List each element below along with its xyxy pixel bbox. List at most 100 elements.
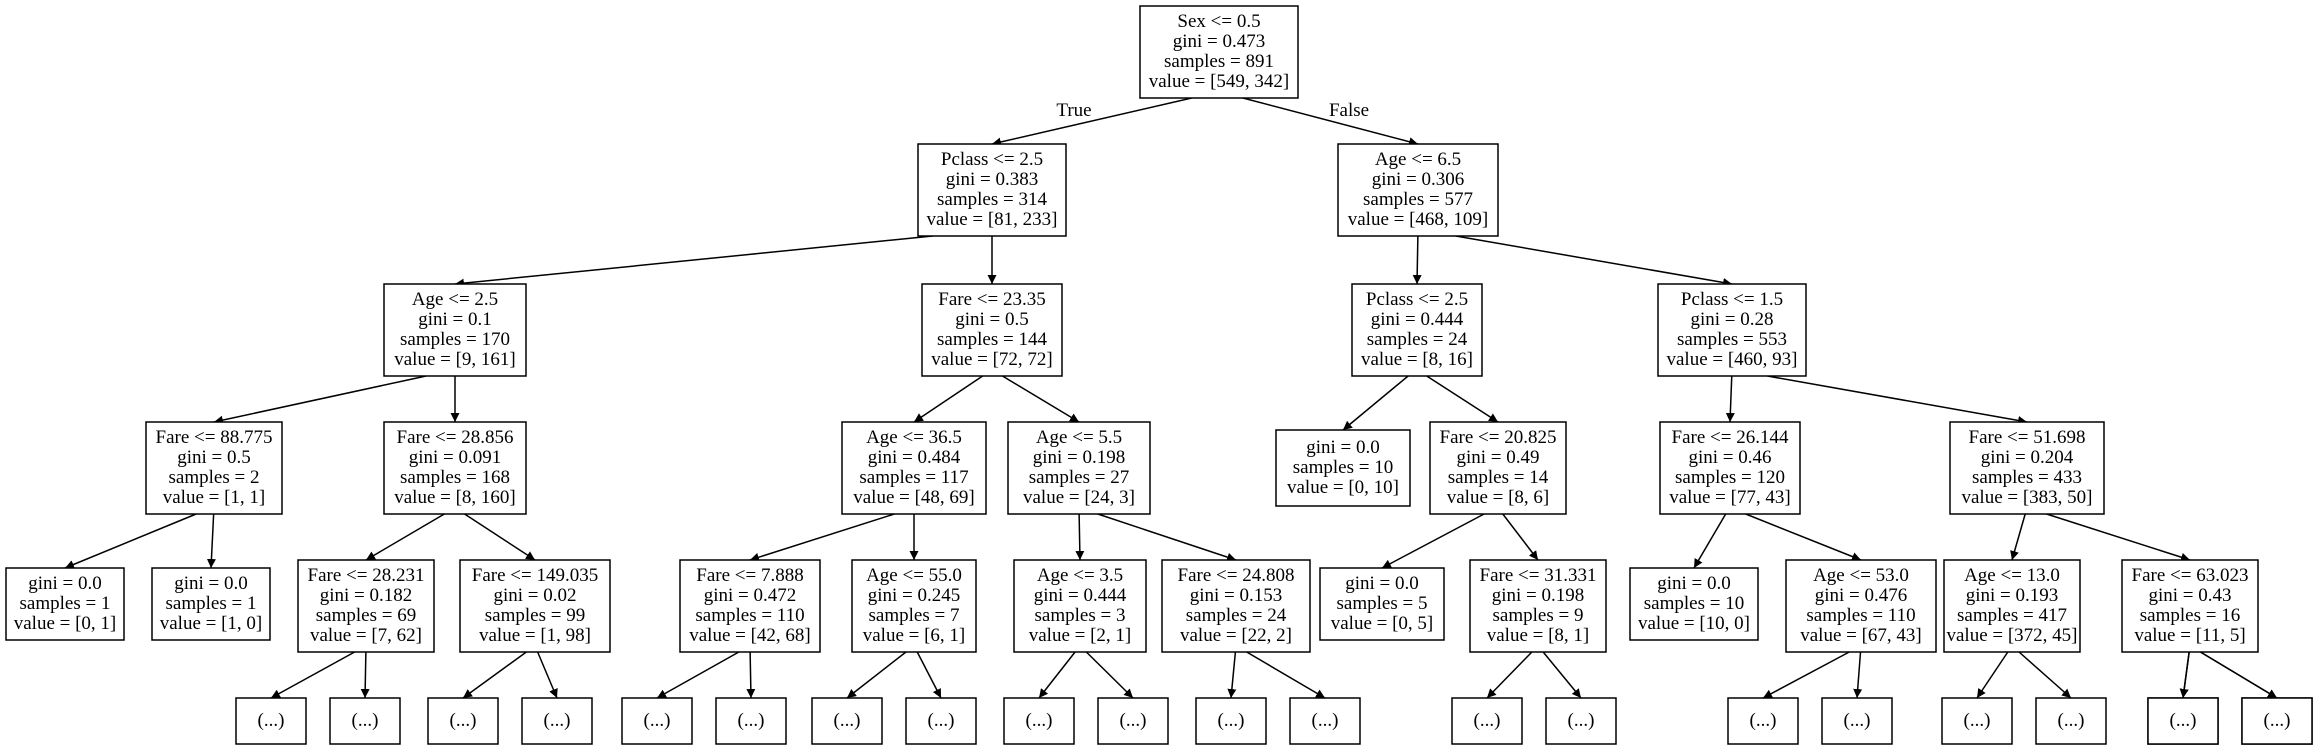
- node-box: [427, 697, 499, 745]
- node-box: [1821, 697, 1893, 745]
- node-text-line: (...): [834, 710, 861, 731]
- tree-edge: [1486, 651, 1533, 699]
- node-box: [905, 697, 977, 745]
- node-box: [235, 697, 307, 745]
- tree-edge: [913, 375, 984, 423]
- node-text-line: samples = 144: [937, 329, 1047, 350]
- node-text-line: samples = 110: [1806, 605, 1915, 626]
- truncated-node: (...): [1941, 697, 2013, 745]
- node-text-line: gini = 0.444: [1034, 585, 1127, 606]
- truncated-node: (...): [1727, 697, 1799, 745]
- edge-arrow: [1038, 651, 1076, 699]
- node-text-line: samples = 24: [1367, 329, 1468, 350]
- edge-arrow: [1246, 651, 1326, 699]
- node-text-line: samples = 10: [1293, 457, 1393, 478]
- truncated-node: (...): [329, 697, 401, 745]
- edge-arrow: [656, 651, 740, 699]
- tree-edge: [1075, 513, 1085, 561]
- tree-edge: [206, 513, 216, 569]
- node-text-line: samples = 117: [859, 467, 968, 488]
- node-text-line: Age <= 2.5: [412, 289, 498, 310]
- node-text-line: samples = 120: [1675, 467, 1785, 488]
- node-text-line: gini = 0.0: [1345, 573, 1419, 594]
- tree-edge: [462, 651, 527, 699]
- node-text-line: Sex <= 0.5: [1177, 11, 1260, 32]
- node-text-line: value = [10, 0]: [1638, 613, 1750, 634]
- node-text-line: value = [67, 43]: [1800, 625, 1922, 646]
- node-text-line: gini = 0.182: [320, 585, 413, 606]
- node-text-line: (...): [2170, 710, 2197, 731]
- edge-arrow: [1745, 513, 1862, 561]
- node-text-line: samples = 14: [1448, 467, 1549, 488]
- tree-edge: [1767, 375, 2028, 425]
- node-text-line: Fare <= 7.888: [696, 565, 803, 586]
- node-text-line: samples = 891: [1164, 51, 1274, 72]
- node-text-line: value = [1, 98]: [479, 625, 591, 646]
- tree-edge: [2200, 651, 2278, 699]
- node-text-line: Fare <= 28.231: [308, 565, 425, 586]
- false-edge-label: False: [1329, 100, 1369, 121]
- node-box: [1657, 283, 1807, 377]
- edge-arrow: [360, 651, 370, 699]
- node-text-line: (...): [258, 710, 285, 731]
- truncated-node: (...): [1545, 697, 1617, 745]
- edge-arrow: [2018, 651, 2072, 699]
- node-box: [1319, 567, 1445, 641]
- tree-edge: [1502, 513, 1539, 561]
- node-text-line: value = [460, 93]: [1666, 349, 1797, 370]
- tree-edge: [536, 651, 558, 699]
- tree-edge: [1227, 651, 1237, 699]
- tree-edge: [846, 651, 907, 699]
- edge-arrow: [1762, 651, 1850, 699]
- truncated-node: (...): [811, 697, 883, 745]
- node-text-line: Fare <= 23.35: [938, 289, 1045, 310]
- node-text-line: gini = 0.476: [1815, 585, 1908, 606]
- node-text-line: samples = 170: [400, 329, 510, 350]
- node-box: [1545, 697, 1617, 745]
- tree-edge: [213, 375, 427, 425]
- node-text-line: (...): [1568, 710, 1595, 731]
- node-text-line: Fare <= 20.825: [1440, 427, 1557, 448]
- edge-arrow: [64, 513, 197, 569]
- node-box: [383, 283, 527, 377]
- node-box: [2241, 697, 2313, 745]
- node-text-line: value = [81, 233]: [926, 209, 1057, 230]
- tree-edge: [1412, 235, 1422, 285]
- truncated-node: (...): [1289, 697, 1361, 745]
- edge-arrow: [749, 513, 895, 562]
- node-text-line: (...): [1120, 710, 1147, 731]
- node-text-line: (...): [738, 710, 765, 731]
- tree-edge: [1725, 375, 1735, 423]
- node-text-line: value = [42, 68]: [689, 625, 811, 646]
- node-text-line: samples = 69: [316, 605, 416, 626]
- tree-edge: [1693, 513, 1727, 569]
- node-box: [1003, 697, 1075, 745]
- edge-arrow: [2179, 651, 2190, 699]
- node-text-line: (...): [2264, 710, 2291, 731]
- node-text-line: gini = 0.472: [704, 585, 797, 606]
- node-text-line: Age <= 36.5: [866, 427, 962, 448]
- node-box: [383, 421, 527, 515]
- node-box: [1013, 559, 1147, 653]
- node-text-line: value = [8, 16]: [1361, 349, 1473, 370]
- node-text-line: (...): [450, 710, 477, 731]
- edge-arrow: [1486, 651, 1533, 699]
- node-text-line: samples = 577: [1363, 189, 1473, 210]
- node-text-line: value = [22, 2]: [1180, 625, 1292, 646]
- node-text-line: (...): [1844, 710, 1871, 731]
- tree-edge: [1745, 513, 1862, 561]
- node-box: [1943, 559, 2081, 653]
- edge-arrow: [213, 375, 427, 425]
- node-text-line: gini = 0.484: [868, 447, 961, 468]
- node-text-line: gini = 0.306: [1372, 169, 1465, 190]
- node-box: [1941, 697, 2013, 745]
- node-box: [1785, 559, 1937, 653]
